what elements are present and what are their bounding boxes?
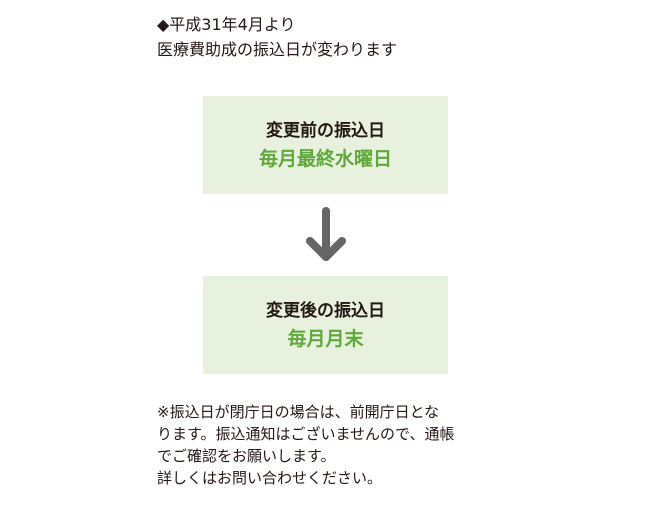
footnote-line-4: 詳しくはお問い合わせください。 [157, 469, 383, 487]
footnote-line-3: でご確認をお願いします。 [157, 447, 336, 465]
heading-title-line: 医療費助成の振込日が変わります [157, 40, 398, 59]
before-change-box: 変更前の振込日 毎月最終水曜日 [203, 96, 448, 194]
before-change-value: 毎月最終水曜日 [258, 148, 392, 170]
arrow-down-icon [306, 207, 346, 261]
footnote-line-2: ります。振込通知はございませんので、通帳 [157, 425, 455, 443]
notice-heading: ◆平成31年4月より 医療費助成の振込日が変わります [157, 12, 597, 62]
after-change-value: 毎月月末 [287, 328, 364, 350]
heading-date-line: ◆平成31年4月より [157, 15, 296, 34]
before-change-label: 変更前の振込日 [266, 121, 385, 141]
notice-footnote: ※振込日が閉庁日の場合は、前開庁日とな ります。振込通知はございませんので、通帳… [157, 401, 517, 489]
footnote-line-1: ※振込日が閉庁日の場合は、前開庁日とな [157, 403, 440, 421]
after-change-label: 変更後の振込日 [266, 301, 385, 321]
after-change-box: 変更後の振込日 毎月月末 [203, 276, 448, 374]
